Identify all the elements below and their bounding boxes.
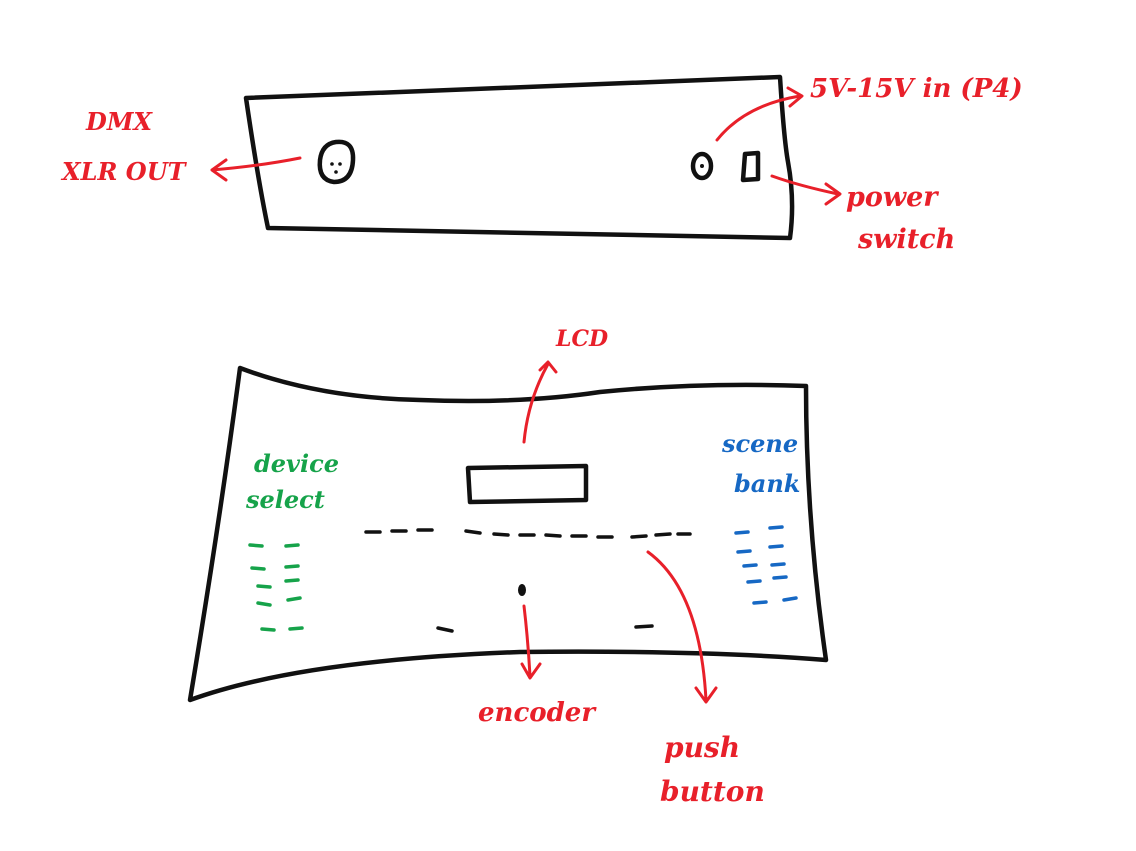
power-in-label: 5V-15V in (P4)	[810, 74, 1023, 104]
right-button	[634, 624, 654, 629]
power-in-arrow	[715, 86, 804, 142]
front-panel	[187, 365, 829, 703]
select-label: select	[246, 485, 325, 514]
push-button	[654, 532, 672, 537]
power-label: power	[846, 182, 938, 213]
front-panel-outline	[187, 365, 829, 703]
push-button	[464, 529, 482, 535]
power-switch-icon	[740, 150, 761, 183]
device-select-buttons	[248, 543, 304, 632]
switch-label: switch	[858, 224, 956, 255]
dmx-out-arrow	[210, 156, 302, 182]
xlr-out-label: XLR OUT	[62, 157, 186, 186]
encoder-label: encoder	[478, 698, 596, 728]
scene-bank-buttons	[734, 525, 798, 605]
lcd-screen	[465, 463, 589, 505]
lcd-arrow	[522, 360, 558, 444]
button-label: button	[660, 775, 765, 808]
push-button-arrow	[646, 550, 718, 704]
device-label: device	[254, 449, 339, 478]
encoder-knob	[518, 584, 526, 596]
left-button	[436, 626, 454, 633]
scene-label: scene	[722, 429, 799, 458]
power-switch-arrow	[770, 174, 842, 206]
dmx-label: DMX	[86, 107, 152, 136]
push-button	[544, 533, 562, 538]
push-button	[630, 534, 648, 539]
power-jack-icon	[690, 151, 714, 181]
lcd-label: LCD	[556, 326, 609, 352]
xlr-connector-icon	[317, 139, 356, 185]
push-button	[492, 532, 510, 537]
back-panel	[243, 74, 795, 241]
push-button-row	[364, 528, 692, 539]
push-label: push	[664, 731, 741, 764]
bank-label: bank	[734, 469, 801, 498]
encoder-arrow	[520, 604, 542, 680]
